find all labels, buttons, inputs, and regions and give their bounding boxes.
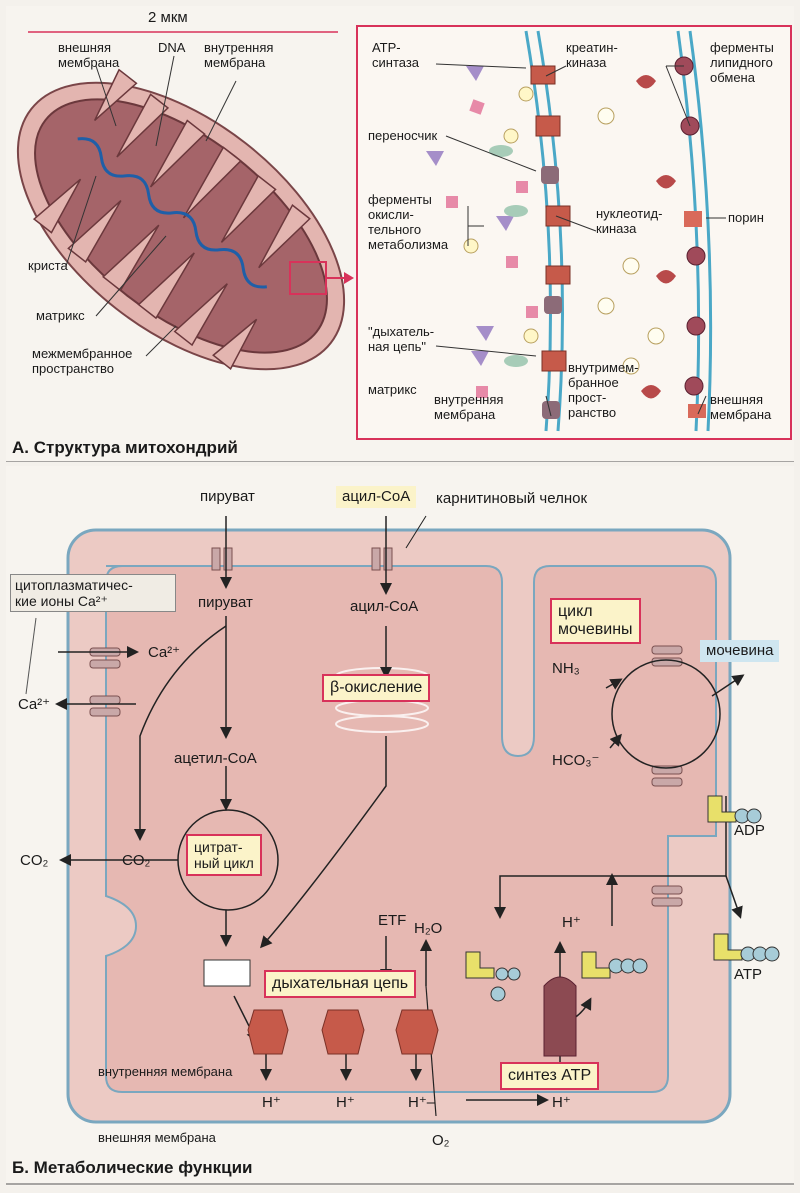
oxidative-enzymes-label: ферменты окисли- тельного метаболизма (368, 192, 449, 252)
inner-membrane-label: внутренняя мембрана (204, 40, 274, 70)
panel-a-title: А. Структура митохондрий (12, 438, 238, 457)
acylcoa-label: ацил-CoA (350, 598, 419, 615)
panel-structure: 2 мкм внешняя мембрана DNA внутренняя ме… (6, 6, 794, 462)
intermembrane-label: межмембранное пространство (32, 346, 133, 376)
acylcoa-top-label: ацил-CoA (336, 486, 417, 508)
detail-inner-membrane-label: внутренняя мембрана (434, 392, 504, 422)
h4-label: H⁺ (552, 1094, 571, 1111)
urea-cycle-box: цикл мочевины (550, 598, 641, 644)
acetylcoa-label: ацетил-CoA (174, 750, 257, 767)
metabolism-diagram (6, 515, 794, 1185)
inner-membrane-label-b: внутренняя мембрана (98, 1064, 233, 1079)
citrate-cycle-box: цитрат- ный цикл (186, 834, 262, 876)
carrier-label: переносчик (368, 128, 438, 143)
o2-label: O₂ (432, 1132, 450, 1149)
ca-in-label: Ca²⁺ (148, 644, 181, 661)
etf-label: ETF (378, 912, 407, 929)
co2-out-label: CO₂ (20, 852, 49, 869)
hco3-label: HCO₃⁻ (552, 752, 600, 769)
atp-synthesis-box: синтез АТР (500, 1062, 600, 1090)
respiratory-chain-label: "дыхатель- ная цепь" (368, 324, 435, 354)
adp-label: ADP (734, 822, 765, 839)
atp-label: ATP (734, 966, 763, 983)
ca-ions-callout: цитоплазматичес- кие ионы Ca²⁺ (10, 574, 176, 612)
h2-label: H⁺ (336, 1094, 355, 1111)
mitochondrion-shape (16, 68, 346, 371)
co2-in-label: CO₂ (122, 852, 151, 869)
matrix-label: матрикс (36, 308, 85, 323)
porin-label: порин (728, 210, 764, 225)
ca-out-label: Ca²⁺ (18, 696, 51, 713)
h3-label: H⁺– (408, 1094, 436, 1111)
panel-metabolism: пируват ацил-CoA карнитиновый челнок цит… (6, 466, 794, 1186)
detail-intermembrane-label: внутримем- бранное прост- ранство (568, 360, 639, 420)
pyruvate-label: пируват (198, 594, 253, 611)
respiratory-chain-box: дыхательная цепь (264, 970, 417, 998)
crista-label: криста (28, 258, 68, 273)
outer-membrane-label: внешняя мембрана (58, 40, 120, 70)
panel-b-title: Б. Метаболические функции (12, 1158, 253, 1177)
scale-bar-label: 2 мкм (148, 9, 188, 26)
pyruvate-top-label: пируват (200, 488, 255, 505)
nh3-label: NH₃ (552, 660, 580, 677)
beta-oxidation-box: β-окисление (322, 674, 431, 702)
detail-outer-membrane-label: внешняя мембрана (710, 392, 772, 422)
creatine-kinase-label: креатин- киназа (566, 40, 618, 70)
lipid-enzymes-label: ферменты липидного обмена (710, 40, 774, 85)
h2o-label: H₂O (414, 920, 443, 937)
atp-synthase-label: АТР- синтаза (372, 40, 420, 70)
outer-membrane-label-b: внешняя мембрана (98, 1130, 216, 1145)
urea-label: мочевина (700, 640, 780, 662)
nucleotide-kinase-label: нуклеотид- киназа (596, 206, 663, 236)
h-up-label: H⁺ (562, 914, 581, 931)
carnitine-shuttle-label: карнитиновый челнок (436, 490, 588, 507)
detail-matrix-label: матрикс (368, 382, 417, 397)
h1-label: H⁺ (262, 1094, 281, 1111)
dna-label: DNA (158, 40, 186, 55)
mitochondrion-illustration (6, 25, 794, 462)
